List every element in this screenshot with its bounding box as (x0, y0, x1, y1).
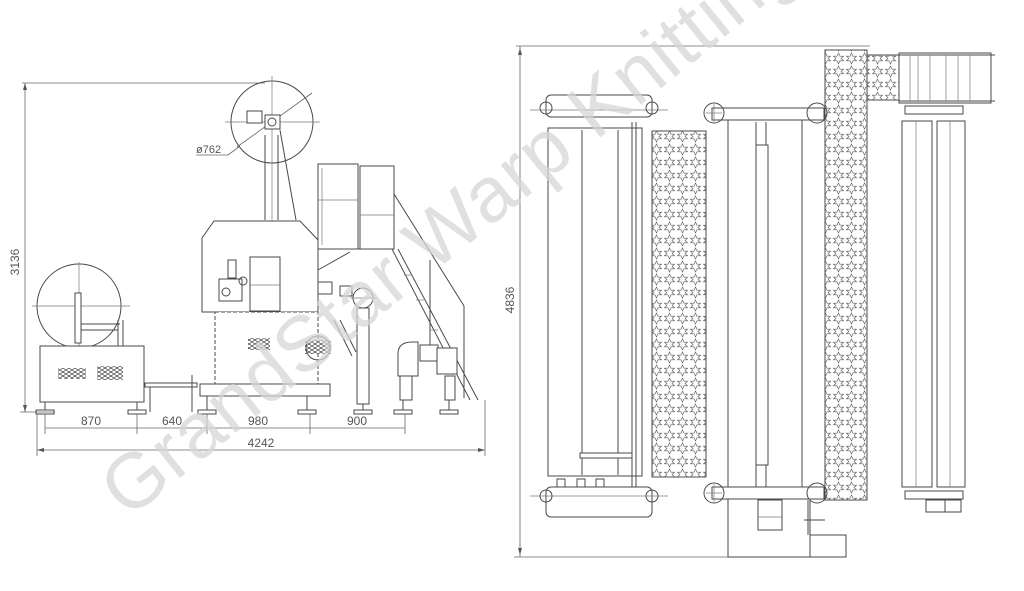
side-view: 3136 ø762 (8, 76, 486, 456)
guard-panel-1 (651, 130, 707, 478)
guard-panel-2 (824, 49, 868, 501)
main-housing (199, 220, 357, 397)
operator-platform (317, 163, 479, 405)
diameter-label: ø762 (196, 144, 221, 156)
top-view: 4836 (503, 45, 995, 558)
dim-label-2: 640 (162, 414, 182, 428)
machine-feet (35, 396, 459, 415)
dim-label-1: 870 (81, 414, 101, 428)
creel-unit (32, 262, 198, 412)
width-label: 4836 (503, 286, 517, 313)
beam-frame-middle (703, 102, 847, 558)
dim-label-3: 980 (248, 414, 268, 428)
width-dimension: 4836 (503, 45, 870, 558)
creel-frame-right (898, 52, 995, 513)
length-dimensions: 870 640 980 900 4242 (36, 400, 486, 456)
height-dimension: 3136 (8, 82, 265, 413)
top-beam: ø762 (196, 76, 320, 225)
overall-length-label: 4242 (248, 436, 275, 450)
beam-frame-left (530, 94, 668, 518)
guard-panel-3 (866, 54, 900, 101)
height-label: 3136 (8, 248, 22, 275)
dim-label-4: 900 (347, 414, 367, 428)
